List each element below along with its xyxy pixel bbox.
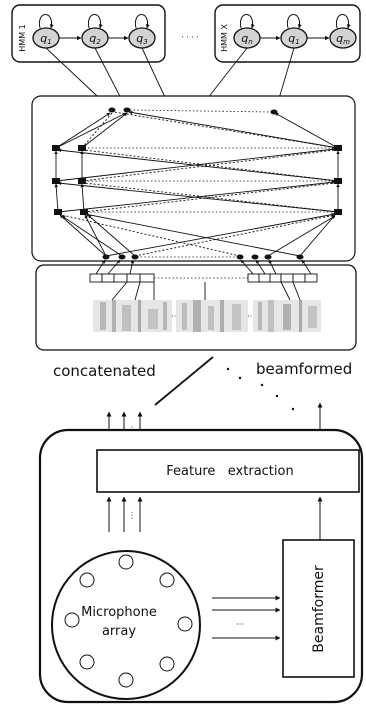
- neural-network: [31, 95, 356, 262]
- mic-to-beamformer-ellipsis: ···: [236, 620, 244, 629]
- hmm-block-1: HMM 1 q1 q2 q3: [11, 4, 166, 63]
- feature-extraction-label: Feature extraction: [166, 464, 293, 479]
- spectrogram-3: [253, 300, 321, 332]
- hmm-block-x-title: HMM X: [220, 24, 229, 52]
- split-dots: [226, 367, 295, 411]
- hmm-block-1-title: HMM 1: [18, 24, 27, 51]
- hmm-x-state-q1: q1: [280, 27, 308, 49]
- spectrogram-1: [93, 300, 172, 332]
- microphone-array: Microphone array: [51, 550, 201, 700]
- microphone-label-line2: array: [102, 624, 136, 639]
- spectrogram-panel: [35, 259, 357, 351]
- svg-text:q1: q1: [288, 32, 299, 46]
- hmm-1-state-q3: q3: [128, 27, 156, 49]
- split-line: [154, 356, 214, 406]
- hmm-1-state-q2: q2: [81, 27, 109, 49]
- microphone-label-line1: Microphone: [81, 605, 157, 620]
- svg-text:q1: q1: [40, 32, 51, 46]
- nn-hidden-nodes: [52, 145, 342, 215]
- spectrogram-images: [93, 300, 321, 332]
- frame-to-input-arrows: [95, 259, 312, 275]
- hmm-x-state-qm: qm: [329, 27, 357, 49]
- svg-text:qm: qm: [336, 32, 350, 46]
- feature-extraction-box: Feature extraction: [96, 449, 360, 493]
- concatenated-label: concatenated: [53, 362, 156, 380]
- hmm-gap-ellipsis: · · · ·: [181, 33, 199, 42]
- hmm-x-self-loops: [239, 14, 351, 29]
- hmm-block-x: HMM X qn q1 qm: [214, 4, 361, 63]
- svg-text:q2: q2: [89, 32, 101, 46]
- svg-text:q3: q3: [136, 32, 147, 46]
- mic-to-beamformer-arrows: [212, 595, 281, 641]
- frame-window-boxes: [89, 273, 318, 283]
- device-box: Feature extraction ⋮ Microphone array: [38, 428, 364, 704]
- mic-to-feature-ellipsis: ⋮: [128, 511, 136, 520]
- nn-input-nodes: [102, 254, 304, 260]
- hmm-x-state-qn: qn: [233, 27, 261, 49]
- beamformer-label: Beamformer: [311, 565, 327, 653]
- microphone-icons: [64, 554, 193, 688]
- mic-to-feature-arrows: [106, 496, 323, 540]
- nn-dotted-rows: [88, 109, 335, 258]
- spectrogram-2: [176, 300, 248, 332]
- beamformed-label: beamformed: [256, 360, 352, 378]
- nn-connections: [54, 110, 340, 257]
- beamformer-box: Beamformer: [282, 539, 355, 678]
- frame-to-spectrogram-lines: [111, 281, 301, 301]
- svg-text:qn: qn: [241, 32, 252, 46]
- hmm-1-state-q1: q1: [32, 27, 60, 49]
- nn-output-nodes: [108, 107, 278, 115]
- hmm-1-self-loops: [38, 14, 150, 29]
